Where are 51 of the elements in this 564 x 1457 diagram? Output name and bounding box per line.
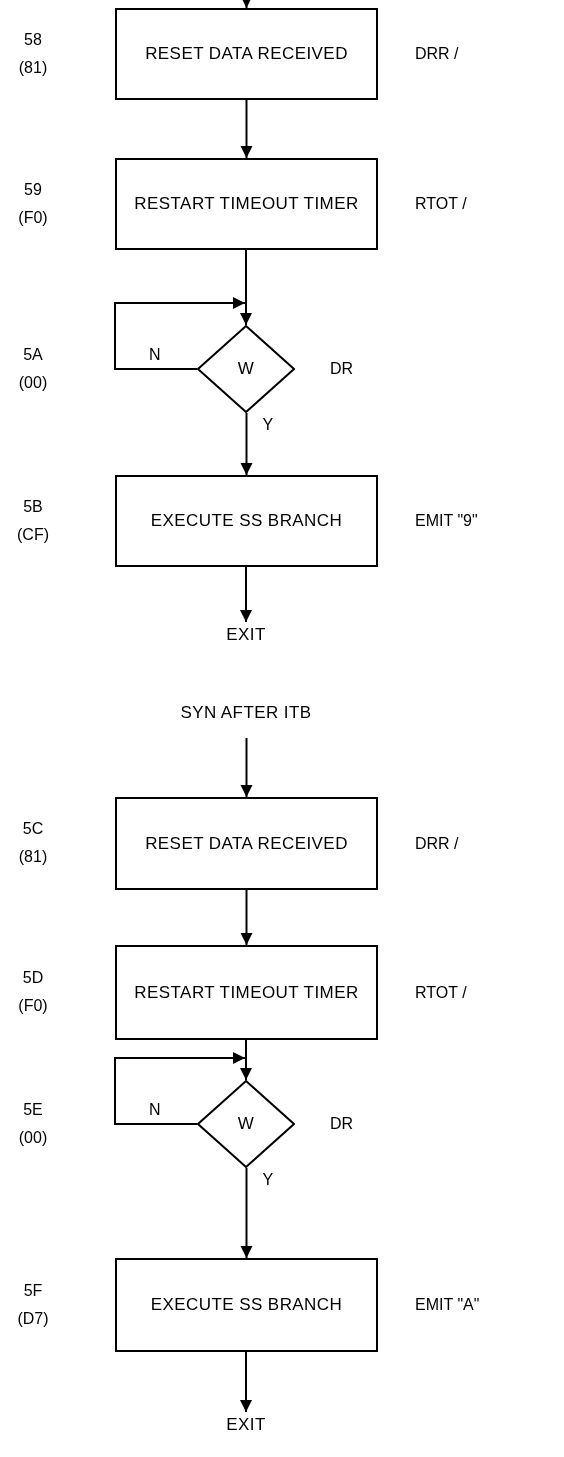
node-label: W [236, 358, 256, 380]
step-code: EMIT "A" [415, 1295, 480, 1315]
step-code: RTOT / [415, 982, 467, 1003]
flow-arrow [240, 566, 252, 623]
process-box [115, 475, 378, 567]
step-number: 5A (00) [17, 345, 49, 393]
step-number: 5C (81) [17, 819, 49, 867]
step-code: DRR / [415, 833, 459, 854]
flow-arrow [240, 99, 253, 159]
flow-arrow [240, 1167, 253, 1259]
node-label: RESET DATA RECEIVED [144, 43, 349, 65]
step-number: 5B (CF) [16, 497, 50, 545]
step-number: 5F (D7) [16, 1281, 50, 1329]
flow-arrow [240, 1039, 252, 1081]
edge-label: N [147, 347, 163, 363]
node-label: EXECUTE SS BRANCH [149, 510, 344, 532]
step-code: DR [330, 1114, 354, 1134]
step-code: DR [330, 359, 354, 379]
decision-diamond [197, 1080, 295, 1168]
flow-arrow [240, 1351, 252, 1413]
step-number: 59 (F0) [17, 180, 49, 228]
edge-label: Y [260, 1172, 276, 1188]
process-box [115, 8, 378, 100]
node-label: EXIT [225, 1414, 267, 1436]
process-box [115, 797, 378, 890]
step-code: RTOT / [415, 194, 467, 214]
node-label: W [236, 1113, 256, 1135]
node-label: SYN AFTER ITB [179, 702, 313, 724]
node-label: RESTART TIMEOUT TIMER [133, 193, 360, 215]
decision-diamond [197, 325, 295, 413]
flow-arrow [240, 412, 253, 476]
flow-arrow [240, 737, 253, 798]
flow-arrow [114, 297, 246, 370]
process-box [115, 158, 378, 250]
node-label: RESET DATA RECEIVED [144, 832, 349, 855]
process-box [115, 1258, 378, 1352]
step-code: EMIT "9" [415, 511, 478, 531]
edge-label: Y [260, 417, 276, 433]
step-number: 5E (00) [17, 1100, 49, 1148]
process-box [115, 945, 378, 1040]
step-number: 58 (81) [17, 30, 49, 78]
flow-arrow [240, 0, 253, 9]
node-label: RESTART TIMEOUT TIMER [133, 981, 360, 1004]
flow-arrow [240, 249, 252, 326]
step-code: DRR / [415, 44, 459, 64]
flow-arrow [114, 1052, 246, 1125]
edge-label: N [147, 1102, 163, 1118]
flow-arrow [240, 889, 253, 946]
step-number: 5D (F0) [17, 968, 49, 1016]
node-label: EXECUTE SS BRANCH [149, 1294, 344, 1316]
node-label: EXIT [225, 624, 267, 646]
